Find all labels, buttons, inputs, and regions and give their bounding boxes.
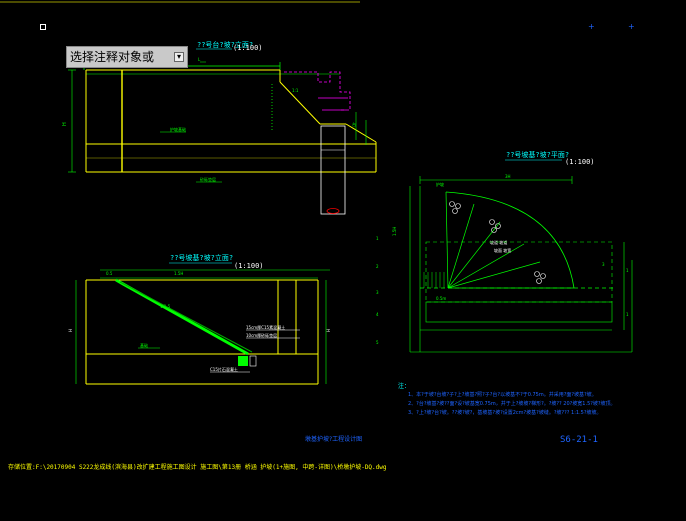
annot-bottom: C15片石混凝土 (210, 366, 238, 372)
notes-block: 注： 1、本?于坡?台坡?子?上?坡基?照?子?台?以坡基不?于0.75m。并采… (398, 382, 616, 416)
note-1: 1、本?于坡?台坡?子?上?坡基?照?子?台?以坡基不?于0.75m。并采用?面… (408, 391, 597, 398)
view-markers: + + (588, 22, 635, 31)
svg-text:H: H (326, 329, 331, 332)
title-block: 墩基护坡?工程设计图 S6-21-1 (305, 435, 598, 445)
right-plan-scale: (1:100) (565, 158, 595, 166)
notes-heading: 注： (398, 382, 410, 390)
drawing-number: S6-21-1 (560, 435, 598, 445)
svg-text:H: H (62, 122, 68, 126)
bottom-elevation-title: ??号坡基?坡?立面? (170, 253, 233, 262)
prompt-dropdown-icon[interactable]: ▾ (174, 52, 184, 62)
annotation-select-prompt[interactable]: 选择注释对象或 ▾ (66, 46, 188, 68)
top-elevation-scale: (1:100) (233, 44, 263, 52)
svg-text:1: 1 (626, 268, 629, 273)
prompt-text: 选择注释对象或 (70, 50, 155, 64)
top-elevation-drawing: ??号台?坡?立面? (1:100) H (62, 40, 377, 215)
svg-text:基础: 基础 (140, 342, 148, 348)
svg-text:0.5: 0.5 (106, 271, 113, 276)
svg-text:1:1: 1:1 (292, 88, 299, 93)
svg-text:+: + (588, 22, 595, 31)
svg-text:0.5m: 0.5m (436, 296, 446, 301)
svg-text:H: H (68, 329, 73, 332)
svg-text:L: L (198, 57, 201, 62)
note-3: 3、?上?坡?台?坡。??坡?坡?，基坡基?坡?设置2cm?坡基?坡缝。?坡??… (408, 409, 602, 416)
svg-text:1: 1 (376, 236, 379, 241)
pickbox-cursor-icon (40, 24, 46, 30)
right-plan-title: ??号坡基?坡?平面? (506, 150, 569, 159)
svg-text:2: 2 (376, 264, 379, 269)
note-2: 2、?台?坡基?坡??面?设?坡基宽0.75m，并于上?坡坡?梯形?。?坡?? … (408, 400, 616, 407)
svg-text:5: 5 (376, 340, 379, 345)
drawing-name: 墩基护坡?工程设计图 (305, 435, 362, 443)
bottom-elevation-scale: (1:100) (234, 262, 264, 270)
svg-text:台: 台 (352, 121, 356, 127)
svg-text:1: 1 (626, 312, 629, 317)
svg-text:砂砾垫层: 砂砾垫层 (200, 176, 216, 182)
svg-text:3: 3 (602, 262, 605, 267)
svg-text:坡面 坡宽: 坡面 坡宽 (494, 247, 511, 253)
svg-text:1.5H: 1.5H (392, 227, 397, 236)
svg-text:+: + (628, 22, 635, 31)
right-plan-drawing: ??号坡基?坡?平面? (1:100) 3H 护坡 坡道 坡道 坡面 坡 (376, 150, 633, 353)
file-path: 存储位置:F:\20170904 S222龙成线(滨海县)改扩建工程施工图设计 … (8, 463, 387, 471)
annot-15cm: 15cm厚C15素混凝土 (246, 324, 285, 330)
annot-10cm: 10cm厚砂砾垫层 (246, 332, 277, 338)
svg-text:1:1.5: 1:1.5 (160, 304, 171, 309)
svg-text:护坡: 护坡 (436, 181, 444, 187)
svg-text:3H: 3H (505, 174, 511, 179)
svg-text:护坡基础: 护坡基础 (170, 126, 186, 132)
svg-text:1.5H: 1.5H (174, 271, 183, 276)
svg-text:3: 3 (376, 290, 379, 295)
top-elevation-title: ??号台?坡?立面? (197, 40, 253, 49)
bottom-elevation-drawing: ??号坡基?坡?立面? (1:100) 0.5 1.5H 15cm厚C15素混凝… (68, 253, 331, 385)
svg-text:4: 4 (376, 312, 379, 317)
